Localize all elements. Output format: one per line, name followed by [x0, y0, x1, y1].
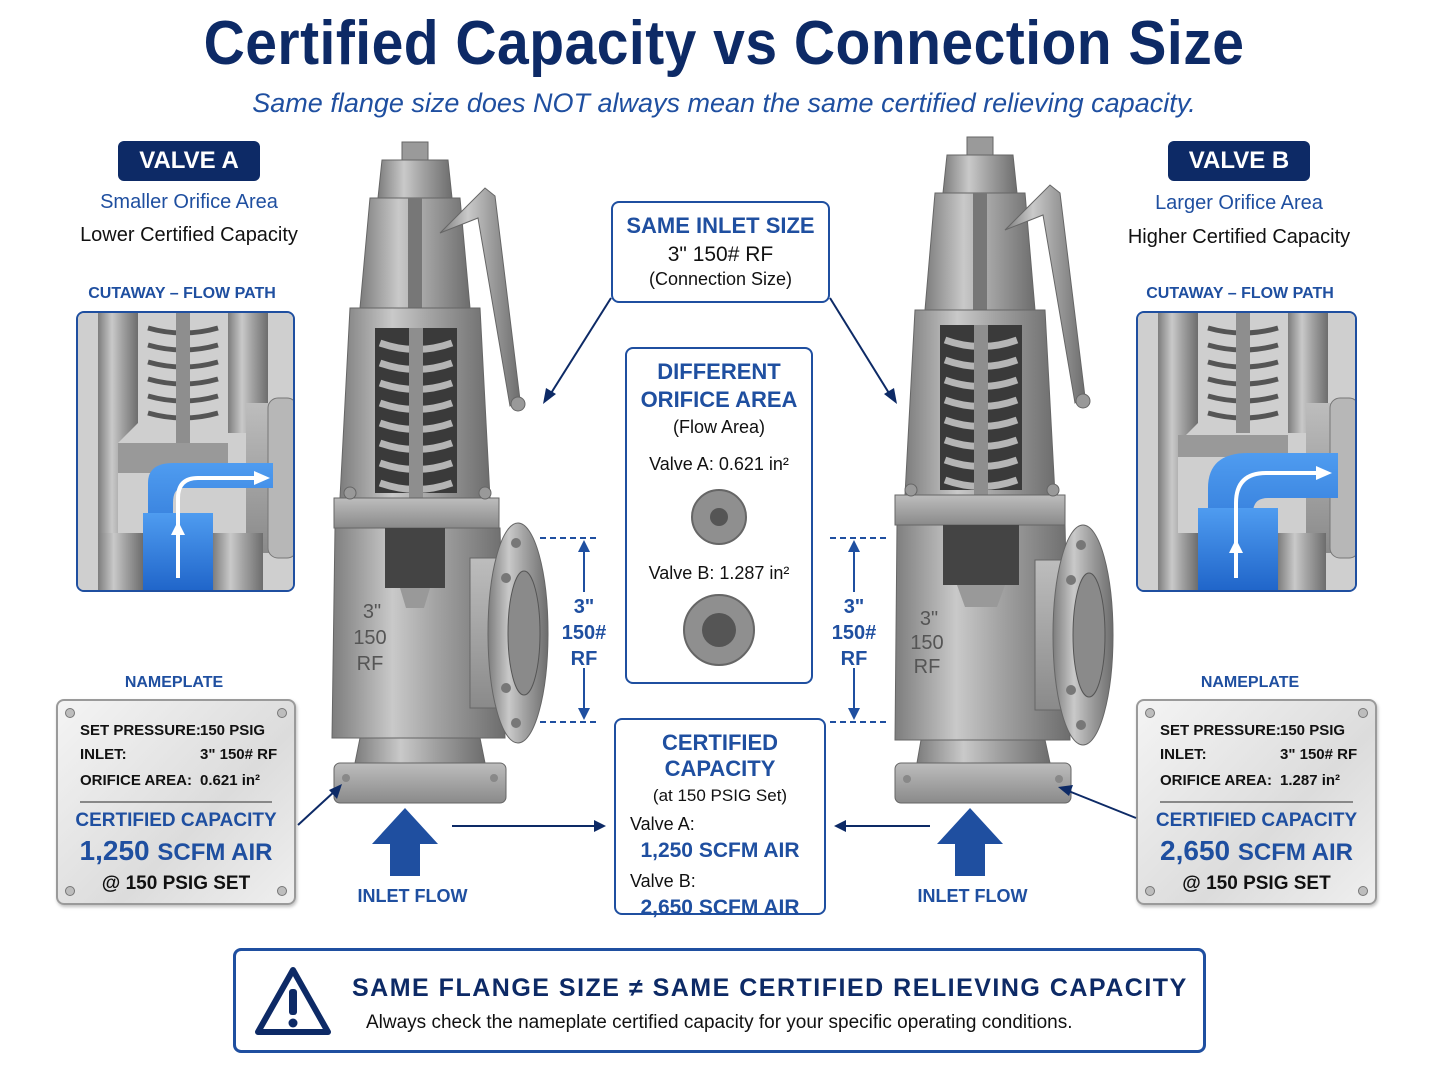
certified-capacity-heading: CERTIFIED CAPACITY: [1155, 810, 1358, 831]
valve-b-nameplate: SET PRESSURE: 150 PSIG INLET: 3" 150# RF…: [1136, 699, 1377, 905]
same-inlet-size-heading: SAME INLET SIZE: [626, 213, 815, 238]
orifice-area-key: ORIFICE AREA:: [80, 772, 192, 789]
valve-a-badge: VALVE A: [118, 141, 260, 181]
capacity-unit: SCFM AIR: [157, 839, 273, 866]
certified-capacity-value: 2,650 SCFM AIR: [1138, 835, 1375, 867]
set-pressure-key: SET PRESSURE:: [1160, 722, 1281, 739]
body-marking-class: 150: [353, 627, 386, 649]
valve-a-nameplate: SET PRESSURE: 150 PSIG INLET: 3" 150# RF…: [56, 699, 296, 905]
size-face: RF: [840, 648, 868, 670]
inlet-key: INLET:: [80, 746, 127, 763]
orifice-heading-line2: ORIFICE AREA: [640, 387, 798, 412]
certified-capacity-box: CERTIFIED CAPACITY (at 150 PSIG Set) Val…: [614, 718, 826, 919]
orifice-heading-line1: DIFFERENT: [657, 359, 781, 384]
screw-icon: [1358, 886, 1368, 896]
size-face: RF: [570, 648, 598, 670]
warning-icon: [255, 967, 331, 1035]
valve-b-illustration: 3" 150 RF: [894, 136, 1114, 804]
body-marking-size: 3": [363, 601, 381, 623]
valve-b-size-dimension: [830, 537, 890, 723]
valve-b-capacity-note: Higher Certified Capacity: [1127, 226, 1351, 248]
capacity-unit: SCFM AIR: [1237, 839, 1353, 866]
capacity-set-pressure: @ 150 PSIG SET: [1182, 873, 1331, 894]
valve-a-inlet-flow-label: INLET FLOW: [357, 886, 468, 906]
orifice-area-value: 0.621 in²: [200, 772, 261, 789]
valve-a-illustration: 3" 150 RF: [331, 141, 549, 804]
capacity-set-pressure: @ 150 PSIG SET: [101, 873, 251, 894]
orifice-area-value: 1.287 in²: [1280, 772, 1341, 789]
inlet-value: 3" 150# RF: [1280, 746, 1358, 763]
nameplate-divider: [1160, 801, 1353, 803]
set-pressure-value: 150 PSIG: [200, 722, 266, 739]
valve-a-capacity-label: Valve A:: [630, 814, 695, 834]
valve-b-nameplate-label: NAMEPLATE: [1200, 674, 1300, 691]
valve-a-inlet-arrow-icon: [372, 808, 438, 876]
valve-b-cutaway-image: [1136, 311, 1357, 592]
valve-b-inlet-arrow-icon: [937, 808, 1003, 876]
valve-a-capacity-note: Lower Certified Capacity: [80, 224, 298, 246]
size-inches: 3": [573, 596, 595, 618]
small-orifice-icon: [691, 489, 747, 545]
screw-icon: [65, 886, 75, 896]
size-class: 150#: [561, 622, 607, 644]
size-class: 150#: [831, 622, 877, 644]
valve-b-inlet-flow-label: INLET FLOW: [917, 886, 1028, 906]
set-pressure-note: (at 150 PSIG Set): [652, 786, 788, 805]
banner-text: Always check the nameplate certified cap…: [366, 1012, 1073, 1033]
capacity-number: 1,250: [79, 835, 150, 866]
valve-b-orifice-note: Larger Orifice Area: [1155, 192, 1323, 214]
valve-a-orifice-note: Smaller Orifice Area: [100, 191, 278, 213]
capacity-number: 2,650: [1160, 835, 1231, 866]
inlet-size-value: 3" 150# RF: [667, 243, 774, 266]
valve-a-size-dimension: [540, 537, 600, 723]
size-inches: 3": [843, 596, 865, 618]
body-marking-size: 3": [920, 608, 938, 630]
screw-icon: [277, 708, 287, 718]
valve-b-size-label: 3" 150# RF: [818, 594, 890, 672]
screw-icon: [1358, 708, 1368, 718]
page-title: Certified Capacity vs Connection Size: [203, 9, 1245, 78]
valve-b-cutaway-label: CUTAWAY – FLOW PATH: [1146, 285, 1334, 302]
screw-icon: [65, 708, 75, 718]
screw-icon: [1145, 886, 1155, 896]
valve-b-capacity-value: 2,650 SCFM AIR: [640, 896, 800, 919]
screw-icon: [1145, 708, 1155, 718]
large-orifice-icon: [683, 594, 755, 666]
valve-b-badge: VALVE B: [1168, 141, 1310, 181]
flow-area-note: (Flow Area): [672, 417, 766, 437]
nameplate-divider: [80, 801, 272, 803]
valve-a-cutaway-label: CUTAWAY – FLOW PATH: [88, 285, 276, 302]
valve-a-cutaway-image: [76, 311, 295, 592]
orifice-area-key: ORIFICE AREA:: [1160, 772, 1272, 789]
page-subtitle: Same flange size does NOT always mean th…: [252, 88, 1196, 118]
body-marking-face: RF: [357, 653, 384, 675]
set-pressure-key: SET PRESSURE:: [80, 722, 201, 739]
certified-capacity-box-heading: CERTIFIED CAPACITY: [661, 730, 779, 781]
banner-heading: SAME FLANGE SIZE ≠ SAME CERTIFIED RELIEV…: [352, 974, 1188, 1002]
warning-banner: SAME FLANGE SIZE ≠ SAME CERTIFIED RELIEV…: [233, 948, 1206, 1053]
certified-capacity-value: 1,250 SCFM AIR: [58, 835, 294, 867]
body-marking-face: RF: [914, 656, 941, 678]
same-inlet-size-box: SAME INLET SIZE 3" 150# RF (Connection S…: [611, 201, 830, 303]
valve-a-nameplate-label: NAMEPLATE: [124, 674, 224, 691]
screw-icon: [277, 886, 287, 896]
valve-a-size-label: 3" 150# RF: [548, 594, 620, 672]
inlet-key: INLET:: [1160, 746, 1207, 763]
orifice-area-box: DIFFERENT ORIFICE AREA (Flow Area) Valve…: [625, 347, 813, 684]
valve-b-orifice-area: Valve B: 1.287 in²: [648, 563, 790, 583]
inlet-value: 3" 150# RF: [200, 746, 278, 763]
body-marking-class: 150: [910, 632, 943, 654]
valve-a-capacity-value: 1,250 SCFM AIR: [640, 839, 800, 862]
set-pressure-value: 150 PSIG: [1280, 722, 1346, 739]
valve-a-orifice-area: Valve A: 0.621 in²: [649, 454, 789, 474]
connection-size-note: (Connection Size): [648, 269, 793, 289]
valve-b-capacity-label: Valve B:: [630, 871, 696, 891]
certified-capacity-heading: CERTIFIED CAPACITY: [75, 810, 277, 831]
